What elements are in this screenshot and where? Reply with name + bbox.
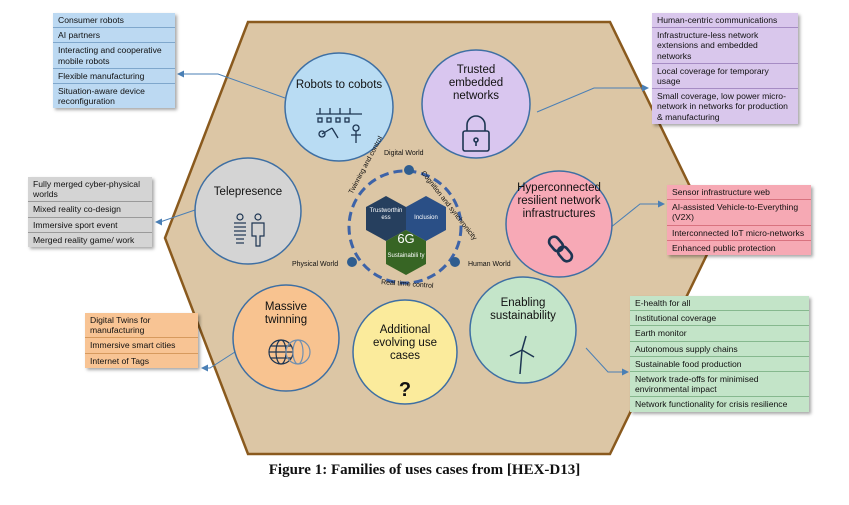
hologram-person-icon xyxy=(234,213,265,247)
panel-twinning-item: Internet of Tags xyxy=(90,355,150,366)
center-hex-inclusion xyxy=(406,196,446,241)
panel-hyper-item: Interconnected IoT micro-networks xyxy=(667,226,811,241)
human-world-globe xyxy=(450,257,460,267)
lock-icon xyxy=(462,115,490,152)
connector-hyper xyxy=(609,200,665,229)
connector-sustain xyxy=(585,347,629,376)
panel-sustain-item: E-health for all xyxy=(630,296,809,312)
connector-robots xyxy=(177,70,286,99)
panel-sustain-item: Network functionality for crisis resilie… xyxy=(635,399,788,410)
panel-sustain-item: Earth monitor xyxy=(630,326,809,342)
human-world-label: Human World xyxy=(468,261,511,268)
figure-caption: Figure 1: Families of uses cases from [H… xyxy=(268,462,581,478)
circle-title-sustain: Enabling sustainability xyxy=(490,297,556,322)
panel-telepresence-item: Merged reality game/ work xyxy=(33,234,135,245)
circle-trusted xyxy=(421,49,531,159)
center-hex-sustainability xyxy=(386,230,426,275)
connector-telepresence xyxy=(155,209,196,226)
panel-telepresence-item: Immersive sport event xyxy=(28,218,152,233)
trust-label: Trustworthin ess xyxy=(369,208,403,221)
wind-turbine-icon xyxy=(509,335,535,375)
physical-world-globe xyxy=(347,257,357,267)
circle-title-telepresence: Telepresence xyxy=(213,186,283,198)
panel-hyper-item: Sensor infrastructure web xyxy=(667,185,811,201)
panel-robots-item: AI partners xyxy=(53,28,175,44)
physical-world-label: Physical World xyxy=(292,261,339,268)
circle-title-additional: Additional evolving use cases xyxy=(373,324,437,362)
chain-link-icon xyxy=(547,235,574,263)
circle-title-hyper: Hyperconnected resilient network infrast… xyxy=(517,182,601,220)
sustainability-label: Sustainabili ty xyxy=(387,253,425,259)
circle-robots xyxy=(284,52,394,162)
panel-twinning-item: Immersive smart cities xyxy=(85,338,198,354)
center-dashed-ring xyxy=(347,169,463,285)
circle-telepresence xyxy=(194,157,302,265)
panel-hyper-item: Enhanced public protection xyxy=(672,242,776,253)
panel-robots-item: Interacting and cooperative mobile robot… xyxy=(53,43,175,69)
panel-sustain-item: Autonomous supply chains xyxy=(630,342,809,357)
robot-arm-icon xyxy=(316,108,362,143)
panel-telepresence-item: Mixed reality co-design xyxy=(28,202,152,218)
panel-sustain-item: Network trade-offs for minimised environ… xyxy=(630,372,809,398)
center-hex-trust xyxy=(366,196,406,241)
circle-hyper xyxy=(505,170,613,278)
question-mark-icon: ? xyxy=(398,379,412,401)
panel-twinning-item: Digital Twins for manufacturing xyxy=(85,313,198,339)
panel-sustain-item: Institutional coverage xyxy=(630,311,809,327)
panel-sustain-item: Sustainable food production xyxy=(630,357,809,373)
panel-robots-item: Flexible manufacturing xyxy=(53,69,175,85)
circle-sustain xyxy=(469,276,577,384)
circle-title-twinning: Massive twinning xyxy=(264,301,308,326)
panel-robots-item: Situation-aware device reconfiguration xyxy=(58,86,145,107)
digital-world-label: Digital World xyxy=(384,150,424,157)
panel-robots-item: Consumer robots xyxy=(53,13,175,29)
connector-twinning xyxy=(201,349,239,372)
digital-world-globe xyxy=(404,165,414,175)
circle-additional xyxy=(352,299,458,405)
panel-hyper-item: AI-assisted Vehicle-to-Everything (V2X) xyxy=(667,200,811,226)
panel-trusted-item: Small coverage, low power micro-network … xyxy=(657,91,788,122)
circle-twinning xyxy=(232,284,340,392)
panel-trusted-item: Local coverage for temporary usage xyxy=(652,64,798,90)
connector-trusted xyxy=(536,84,649,113)
panel-trusted-item: Human-centric communications xyxy=(652,13,798,29)
circle-title-robots: Robots to cobots xyxy=(295,79,383,91)
panel-telepresence-item: Fully merged cyber-physical worlds xyxy=(28,177,152,203)
inclusion-label: Inclusion xyxy=(414,215,438,221)
circle-title-trusted: Trusted embedded networks xyxy=(448,64,504,102)
center-6g-label: 6G xyxy=(397,231,415,246)
panel-trusted-item: Infrastructure-less network extensions a… xyxy=(652,28,798,64)
globe-icon xyxy=(268,339,311,365)
